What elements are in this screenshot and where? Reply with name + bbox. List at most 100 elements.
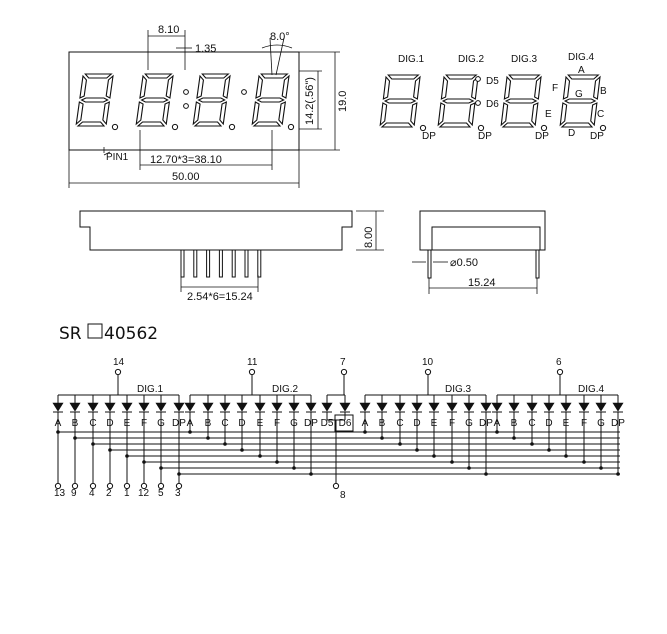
front-digits — [75, 73, 295, 131]
display-body-outline — [68, 51, 300, 151]
diode-label-dig3-dp: DP — [479, 418, 493, 429]
seg-b-label: B — [600, 86, 607, 97]
diode-dig4-f — [578, 395, 590, 416]
diode-label-dig3-a: A — [362, 418, 369, 429]
segment-a — [445, 74, 478, 80]
dim-segment-gap: 1.35 — [195, 43, 216, 55]
diode-dig1-b — [69, 395, 81, 416]
segment-d — [560, 122, 594, 128]
segment-d — [438, 122, 472, 128]
segment-e — [192, 101, 201, 126]
diode-dig2-g — [288, 395, 300, 416]
seg-c-label: C — [597, 109, 604, 120]
diode-label-dig4-e: E — [563, 418, 570, 429]
bottom-pin-circle-5 — [123, 482, 131, 490]
diode-dig3-b — [376, 395, 388, 416]
diode-label-dig4-g: G — [597, 418, 605, 429]
segment-d — [252, 121, 282, 127]
diode-label-dig2-d: D — [238, 418, 245, 429]
segment-e — [135, 101, 144, 126]
diode-label-dig3-b: B — [379, 418, 386, 429]
diode-d5 — [321, 395, 333, 416]
diode-label-dig3-g: G — [465, 418, 473, 429]
bottom-pin-3: 3 — [175, 488, 181, 499]
segment-f — [503, 75, 512, 100]
segment-f — [79, 74, 88, 99]
diode-label-dig4-d: D — [545, 418, 552, 429]
map-d6-dot — [475, 100, 481, 106]
common-pin-14: 14 — [113, 357, 125, 368]
seg-g-label: G — [575, 89, 583, 100]
map-digit-4 — [559, 74, 601, 128]
dim-pin-diameter: ⌀0.50 — [450, 257, 478, 269]
map-dp-1 — [419, 124, 427, 132]
diode-dig4-b — [508, 395, 520, 416]
diode-label-dig1-a: A — [55, 418, 62, 429]
segment-c — [219, 101, 228, 126]
bottom-pin-8: 8 — [340, 490, 346, 501]
diode-label-dig1-g: G — [157, 418, 165, 429]
diode-dig3-dp — [480, 395, 492, 416]
side-pin-3 — [206, 249, 211, 278]
segment-b — [105, 74, 114, 99]
segment-d — [136, 121, 166, 127]
diode-dig3-a — [359, 395, 371, 416]
bottom-pin-circle-3 — [89, 482, 97, 490]
segment-f — [196, 74, 205, 99]
segment-c — [531, 102, 539, 127]
end-view-drawing: ⌀0.50 15.24 — [412, 210, 546, 294]
segment-f — [440, 75, 449, 100]
diode-dig2-a — [184, 395, 196, 416]
bottom-pin-4: 4 — [89, 488, 95, 499]
bottom-pin-circle-8 — [175, 482, 183, 490]
dim-pin-pitch: 2.54*6=15.24 — [187, 291, 253, 303]
diode-label-dig3-d: D — [413, 418, 420, 429]
map-dp3-label: DP — [535, 131, 549, 142]
segment-f — [255, 74, 264, 99]
dim-digit-pitch: 12.70*3=38.10 — [150, 154, 222, 166]
diode-dig2-e — [254, 395, 266, 416]
map-dp-2 — [477, 124, 485, 132]
part-number-box — [87, 323, 103, 339]
diode-label-dig4-f: F — [581, 418, 587, 429]
bottom-pin-9: 9 — [71, 488, 77, 499]
diode-dig1-c — [87, 395, 99, 416]
side-pin-4 — [218, 249, 223, 278]
diode-dig4-c — [526, 395, 538, 416]
bottom-pin-circle-4 — [106, 482, 114, 490]
front-dp-2 — [171, 123, 179, 131]
segment-e — [75, 101, 84, 126]
diode-dig2-b — [202, 395, 214, 416]
diode-label-dig4-c: C — [528, 418, 535, 429]
side-pin-2 — [193, 249, 198, 278]
segment-b — [413, 75, 421, 100]
sch-dig1-label: DIG.1 — [137, 384, 164, 395]
diode-label-dig2-e: E — [257, 418, 264, 429]
front-digit-3 — [192, 73, 231, 127]
side-pins — [180, 249, 262, 278]
part-number-suffix: 40562 — [104, 324, 158, 344]
front-colon-upper — [183, 89, 189, 95]
map-d5-label: D5 — [486, 76, 499, 87]
diode-dig3-e — [428, 395, 440, 416]
end-body-outline — [419, 210, 546, 251]
segment-e — [379, 102, 388, 127]
bottom-pin-13: 13 — [54, 488, 66, 499]
bottom-pin-circle-2 — [71, 482, 79, 490]
common-pin-11: 11 — [247, 357, 258, 368]
d6-highlight-box — [334, 414, 354, 432]
diode-dig1-dp — [173, 395, 185, 416]
dim-body-height: 19.0 — [337, 91, 349, 112]
map-dp4-label: DP — [590, 131, 604, 142]
diode-label-dig4-b: B — [511, 418, 518, 429]
segment-map-drawing: DIG.1 DIG.2 DIG.3 DIG.4 D5 D6 DP DP DP D… — [379, 52, 607, 142]
map-d6-label: D6 — [486, 99, 499, 110]
front-digit-1 — [75, 73, 114, 127]
segment-b — [222, 74, 231, 99]
segment-a — [84, 73, 113, 79]
map-dp-4 — [599, 124, 607, 132]
segment-f — [139, 74, 148, 99]
segment-c — [162, 101, 171, 126]
diode-dig3-d — [411, 395, 423, 416]
diode-dig1-e — [121, 395, 133, 416]
